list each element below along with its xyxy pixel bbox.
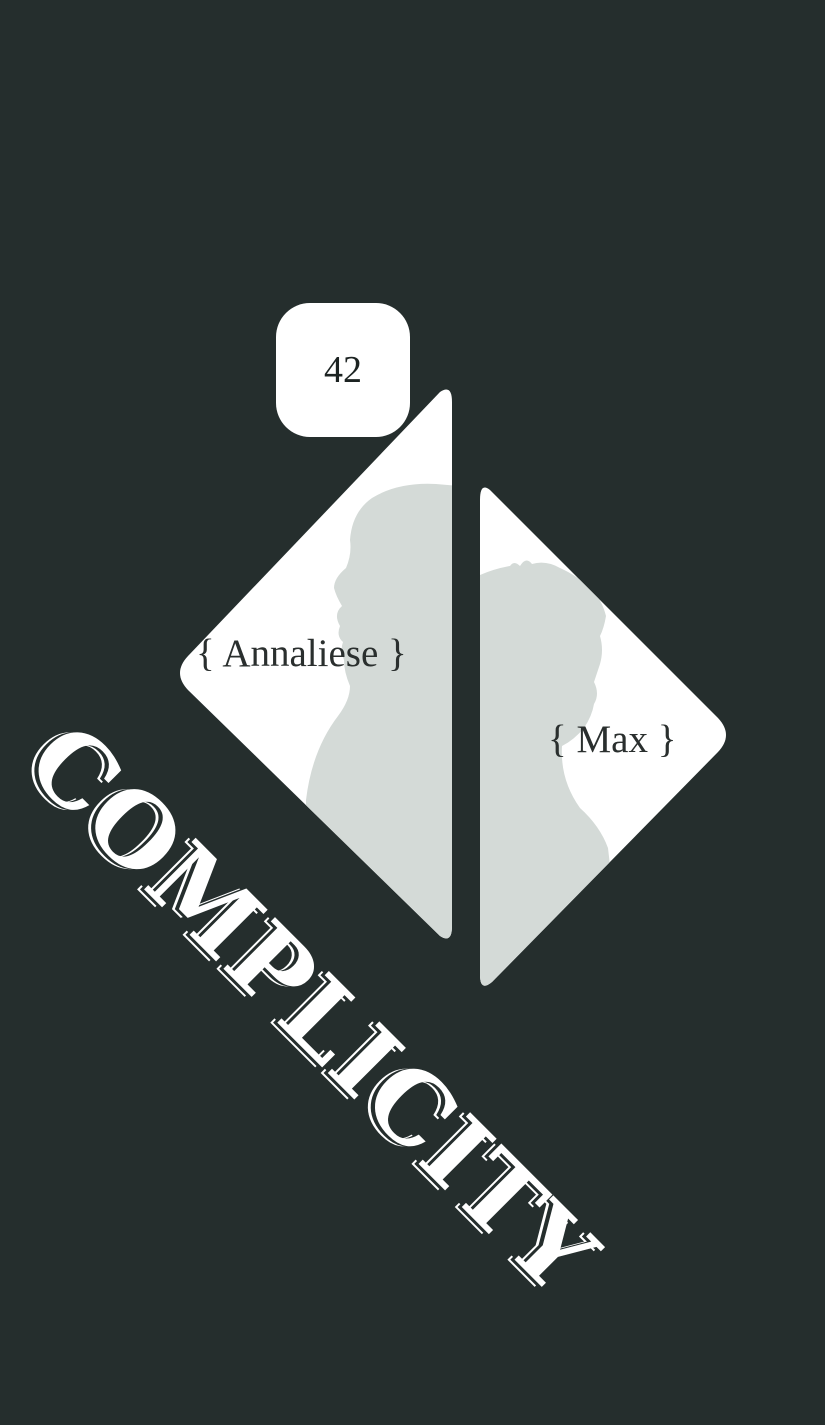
chapter-number: 42 — [324, 349, 362, 391]
silhouette-right-icon — [480, 560, 612, 986]
character-name-right: { Max } — [548, 718, 677, 761]
character-name-left: { Annaliese } — [196, 632, 407, 675]
silhouette-left-icon — [306, 483, 452, 939]
chapter-number-badge: 42 — [276, 303, 410, 437]
